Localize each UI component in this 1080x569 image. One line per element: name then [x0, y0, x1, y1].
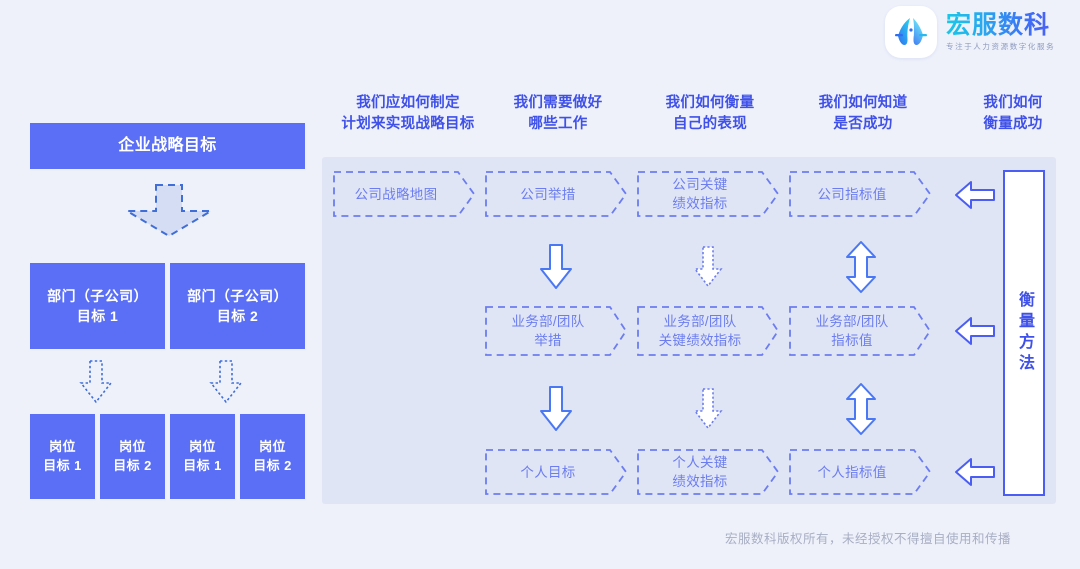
dotted-outline-down-arrow-icon-1 — [692, 245, 724, 289]
measure-method-box[interactable]: 衡量方法 — [1003, 170, 1045, 496]
column-header-performance: 我们如何衡量 自己的表现 — [665, 95, 755, 132]
node-department-goal-2[interactable]: 部门（子公司） 目标 2 — [170, 263, 305, 349]
matrix-cell-company-initiatives[interactable]: 公司举措 — [484, 170, 628, 218]
column-header-work: 我们需要做好 哪些工作 — [513, 95, 603, 132]
matrix-cell-individual-goal[interactable]: 个人目标 — [484, 448, 628, 496]
column-header-success: 我们如何知道 是否成功 — [818, 95, 908, 132]
matrix-panel — [322, 157, 1056, 504]
dotted-hollow-down-arrow-icon-right — [208, 359, 244, 405]
hongfu-wave-logo-icon — [885, 6, 937, 58]
matrix-cell-team-initiatives[interactable]: 业务部/团队 举措 — [484, 305, 628, 357]
dotted-hollow-down-arrow-icon-left — [78, 359, 114, 405]
solid-outline-down-arrow-icon-2 — [538, 385, 574, 433]
node-position-goal-2[interactable]: 岗位目标 2 — [100, 414, 165, 499]
brand-name: 宏服数科 — [946, 12, 1055, 39]
matrix-cell-company-metric-value[interactable]: 公司指标值 — [788, 170, 932, 218]
node-enterprise-strategy-goal[interactable]: 企业战略目标 — [30, 123, 305, 169]
matrix-cell-individual-kpi[interactable]: 个人关键 绩效指标 — [636, 448, 780, 496]
matrix-cell-team-kpi[interactable]: 业务部/团队 关键绩效指标 — [636, 305, 780, 357]
matrix-cell-company-strategy-map[interactable]: 公司战略地图 — [332, 170, 476, 218]
matrix-cell-individual-metric-value[interactable]: 个人指标值 — [788, 448, 932, 496]
dotted-outline-down-arrow-icon-2 — [692, 387, 724, 431]
measure-method-label: 衡量方法 — [1016, 291, 1033, 375]
hollow-left-arrow-icon-row2 — [954, 316, 996, 346]
double-up-down-arrow-icon-2 — [843, 382, 879, 436]
node-position-goal-4[interactable]: 岗位目标 2 — [240, 414, 305, 499]
hollow-left-arrow-icon-row3 — [954, 457, 996, 487]
node-position-goal-3[interactable]: 岗位目标 1 — [170, 414, 235, 499]
matrix-cell-company-kpi[interactable]: 公司关键 绩效指标 — [636, 170, 780, 218]
copyright-footer: 宏服数科版权所有，未经授权不得擅自使用和传播 — [725, 532, 1012, 546]
column-header-measure: 我们如何 衡量成功 — [983, 95, 1043, 132]
column-header-plan: 我们应如何制定 计划来实现战略目标 — [341, 95, 475, 132]
dashed-hollow-down-arrow-icon — [123, 183, 215, 239]
node-department-goal-1[interactable]: 部门（子公司） 目标 1 — [30, 263, 165, 349]
solid-outline-down-arrow-icon-1 — [538, 243, 574, 291]
hollow-left-arrow-icon-row1 — [954, 180, 996, 210]
brand-tagline: 专注于人力资源数字化服务 — [946, 41, 1056, 51]
double-up-down-arrow-icon-1 — [843, 240, 879, 294]
brand-logo: 宏服数科 专注于人力资源数字化服务 — [885, 6, 1055, 58]
node-position-goal-1[interactable]: 岗位目标 1 — [30, 414, 95, 499]
matrix-cell-team-metric-value[interactable]: 业务部/团队 指标值 — [788, 305, 932, 357]
